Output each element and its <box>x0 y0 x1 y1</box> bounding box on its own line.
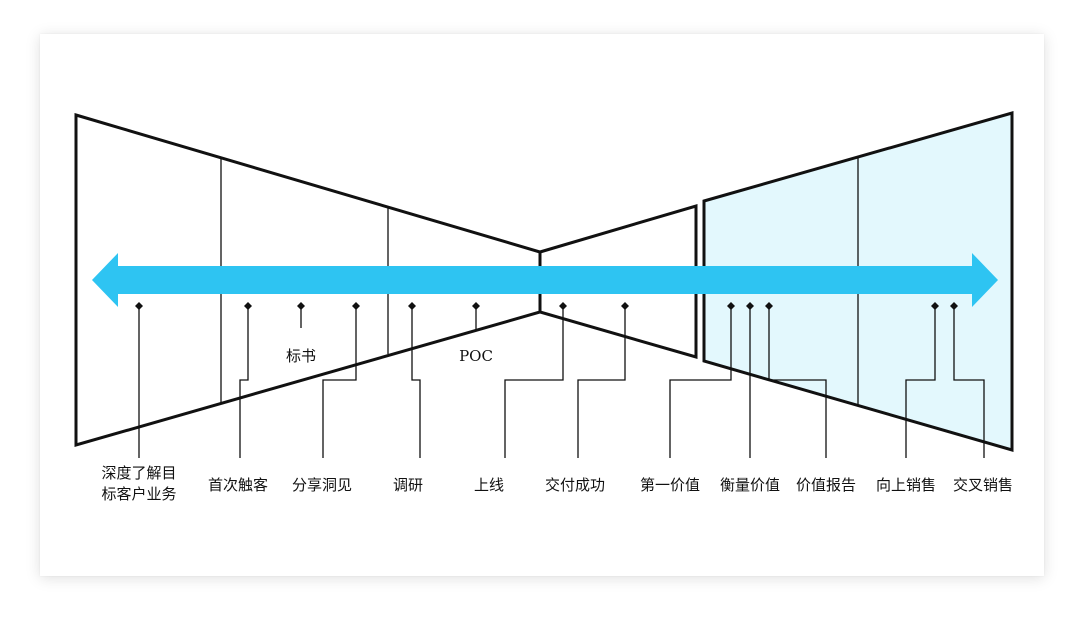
leader-delivery-success <box>577 306 626 458</box>
leader-first-value <box>669 306 732 458</box>
marker-delivery-success <box>621 302 629 310</box>
marker-measure-value <box>746 302 754 310</box>
label-value-report: 价值报告 <box>796 476 856 494</box>
marker-first-value <box>727 302 735 310</box>
marker-upsell <box>931 302 939 310</box>
label-poc: POC <box>459 347 493 365</box>
leader-share-insight <box>322 306 357 458</box>
marker-launch <box>559 302 567 310</box>
label-measure-value: 衡量价值 <box>720 476 780 494</box>
label-first-value: 第一价值 <box>640 476 700 494</box>
marker-value-report <box>765 302 773 310</box>
label-launch: 上线 <box>474 476 504 494</box>
leader-cross-sell <box>953 306 985 458</box>
label-first-contact: 首次触客 <box>208 476 268 494</box>
leader-value-report <box>768 306 827 458</box>
label-research: 调研 <box>393 476 423 494</box>
leader-lines <box>138 306 985 458</box>
label-bid: 标书 <box>286 347 316 365</box>
marker-deep-understand <box>135 302 143 310</box>
marker-share-insight <box>352 302 360 310</box>
marker-first-contact <box>244 302 252 310</box>
leader-launch <box>504 306 564 458</box>
marker-research <box>408 302 416 310</box>
leader-upsell <box>905 306 936 458</box>
label-deep-understand-line1: 深度了解目 <box>101 464 176 482</box>
label-upsell: 向上销售 <box>876 476 936 494</box>
label-deep-understand-line2: 标客户业务 <box>101 485 176 503</box>
leader-first-contact <box>239 306 249 458</box>
milestone-markers <box>135 302 958 310</box>
leader-research <box>411 306 421 458</box>
label-share-insight: 分享洞见 <box>292 476 352 494</box>
label-delivery-success: 交付成功 <box>545 476 605 494</box>
timeline-double-arrow <box>92 253 998 307</box>
marker-cross-sell <box>950 302 958 310</box>
marker-poc <box>472 302 480 310</box>
marker-bid <box>297 302 305 310</box>
label-cross-sell: 交叉销售 <box>953 476 1013 494</box>
